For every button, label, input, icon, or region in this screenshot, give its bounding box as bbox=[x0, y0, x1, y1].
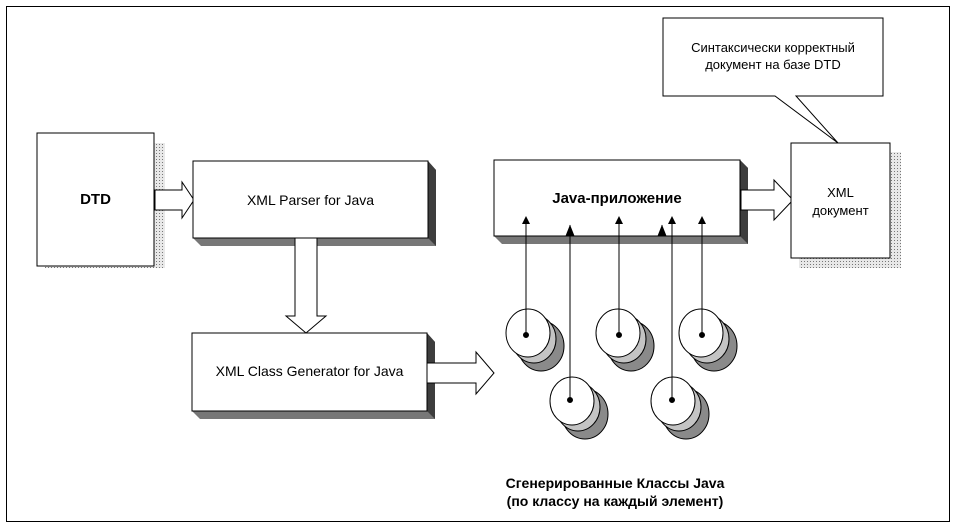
outer-border bbox=[6, 6, 950, 522]
classes-caption-line2: (по классу на каждый элемент) bbox=[506, 493, 724, 509]
generator-box bbox=[191, 332, 435, 419]
class-connectors bbox=[522, 216, 706, 403]
dtd-to-parser-arrow bbox=[154, 180, 195, 220]
connector-down-1 bbox=[565, 224, 575, 403]
class-disk-5 bbox=[650, 376, 710, 440]
generator-to-classes-arrow bbox=[426, 350, 495, 396]
xml-doc-label-line2: документ bbox=[812, 203, 869, 218]
classes-caption-line1: Сгенерированные Классы Java bbox=[505, 475, 725, 491]
java-to-xml-arrow bbox=[740, 178, 794, 222]
xml-doc-box bbox=[790, 142, 901, 268]
callout-text-line1: Синтаксически корректный bbox=[691, 40, 855, 55]
parser-box bbox=[192, 160, 436, 246]
parser-label: XML Parser for Java bbox=[246, 192, 375, 208]
callout-bubble bbox=[662, 17, 884, 144]
dtd-box bbox=[36, 132, 165, 268]
class-disk-4 bbox=[549, 376, 609, 440]
connector-up-1 bbox=[522, 216, 530, 338]
parser-to-generator-arrow bbox=[284, 237, 328, 334]
connector-up-4 bbox=[698, 216, 706, 338]
connector-down-2 bbox=[668, 216, 676, 403]
class-disk-1 bbox=[505, 308, 565, 372]
java-app-label: Java-приложение bbox=[552, 190, 682, 207]
generator-label: XML Class Generator for Java bbox=[215, 363, 404, 379]
dtd-label: DTD bbox=[80, 191, 111, 208]
callout-text-line2: документ на базе DTD bbox=[705, 57, 841, 72]
connector-up-3 bbox=[657, 224, 667, 237]
class-disk-3 bbox=[678, 308, 738, 372]
xml-doc-label-line1: XML bbox=[827, 185, 854, 200]
connector-up-2 bbox=[615, 216, 623, 338]
class-disk-2 bbox=[595, 308, 655, 372]
